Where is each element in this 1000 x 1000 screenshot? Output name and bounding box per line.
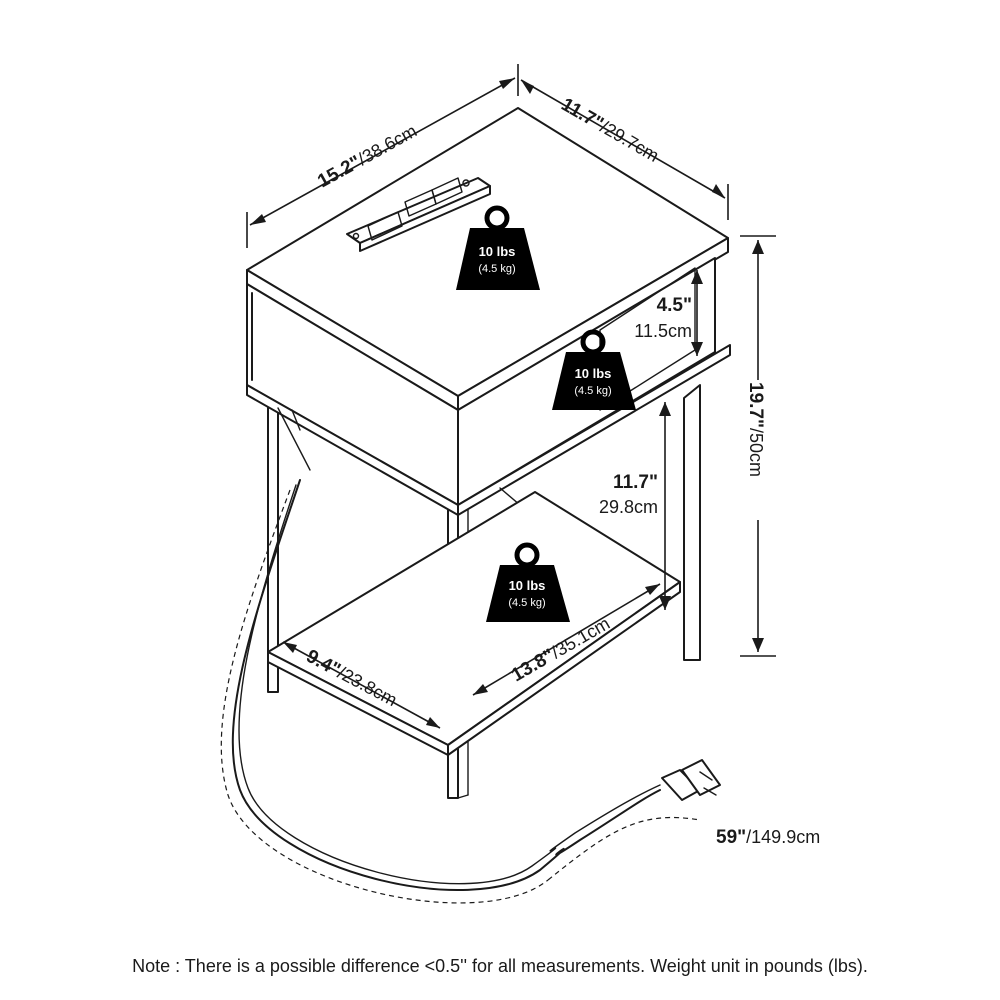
- dimension-height: 19.7"/50cm: [740, 235, 776, 657]
- measurement-note: Note : There is a possible difference <0…: [132, 956, 868, 976]
- weight-label-bottom: 10 lbs: [509, 578, 546, 593]
- dimension-drawer-gap: 4.5" 11.5cm: [634, 270, 703, 356]
- weight-sub-top: (4.5 kg): [478, 263, 515, 275]
- height-metric: /50cm: [746, 428, 766, 477]
- cord-metric: /149.9cm: [746, 827, 820, 847]
- width-metric: /38.6cm: [354, 121, 420, 170]
- dimension-cord-length: 59"/149.9cm: [716, 827, 820, 848]
- weight-label-top: 10 lbs: [479, 244, 516, 259]
- power-strip: [346, 177, 491, 252]
- weight-sub-bottom: (4.5 kg): [508, 597, 545, 609]
- bottom-shelf: [267, 491, 681, 746]
- svg-text:59"/149.9cm: 59"/149.9cm: [716, 827, 820, 848]
- weight-sub-middle: (4.5 kg): [574, 385, 611, 397]
- power-cord: [220, 479, 721, 904]
- svg-text:19.7"/50cm: 19.7"/50cm: [745, 382, 766, 477]
- depth-metric: /29.7cm: [597, 117, 662, 166]
- dimension-shelf-gap: 11.7" 29.8cm: [599, 402, 671, 610]
- weight-icon-bottom: 10 lbs (4.5 kg): [486, 542, 570, 622]
- shelf-gap-metric: 29.8cm: [599, 497, 658, 517]
- weight-icon-middle: 10 lbs (4.5 kg): [552, 329, 636, 410]
- weight-icon-top: 10 lbs (4.5 kg): [456, 205, 540, 290]
- height-imperial: 19.7": [745, 382, 766, 428]
- drawer-gap-metric: 11.5cm: [634, 321, 692, 341]
- shelf-gap-imperial: 11.7": [613, 472, 658, 493]
- weight-label-middle: 10 lbs: [575, 366, 612, 381]
- drawer-gap-imperial: 4.5": [657, 295, 692, 316]
- cord-imperial: 59": [716, 827, 746, 848]
